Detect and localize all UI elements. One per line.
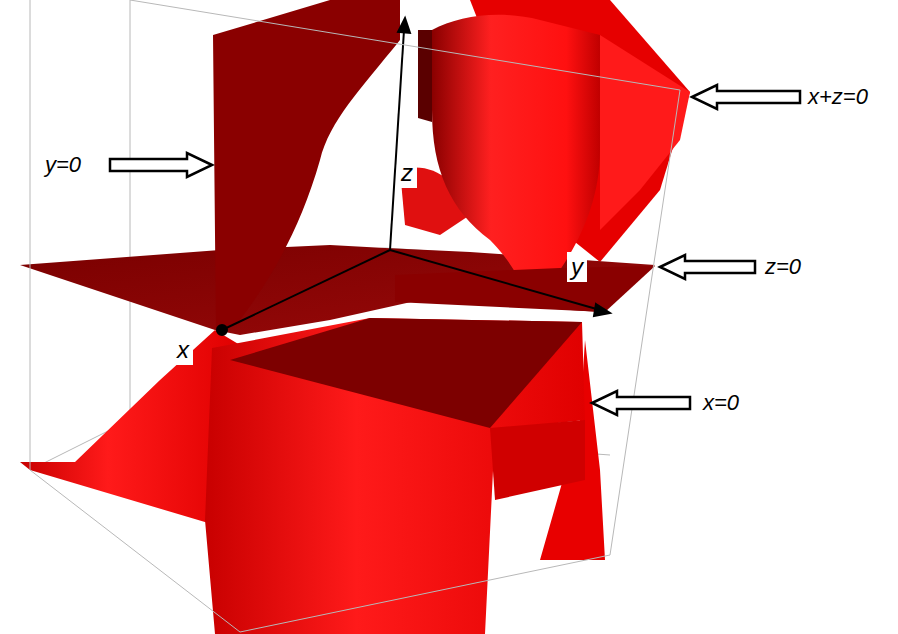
curved-surface (490, 420, 585, 500)
bounding-box (30, 0, 680, 632)
axis-label: y (567, 252, 587, 282)
plane-label: z=0 (765, 256, 801, 278)
curved-surface (432, 15, 600, 290)
curved-surface (600, 35, 690, 230)
plane-label: x=0 (703, 392, 739, 414)
axis-label: z (397, 158, 417, 188)
axis-label: x (173, 335, 193, 365)
plane-label: y=0 (45, 154, 81, 176)
curved-surface (205, 318, 585, 634)
shadow-strip (418, 30, 432, 122)
plane-label: x+z=0 (808, 86, 868, 108)
callout-arrow (110, 85, 800, 415)
axis-lines (217, 18, 610, 335)
block-top (230, 318, 582, 428)
plane-surface (213, 0, 400, 332)
